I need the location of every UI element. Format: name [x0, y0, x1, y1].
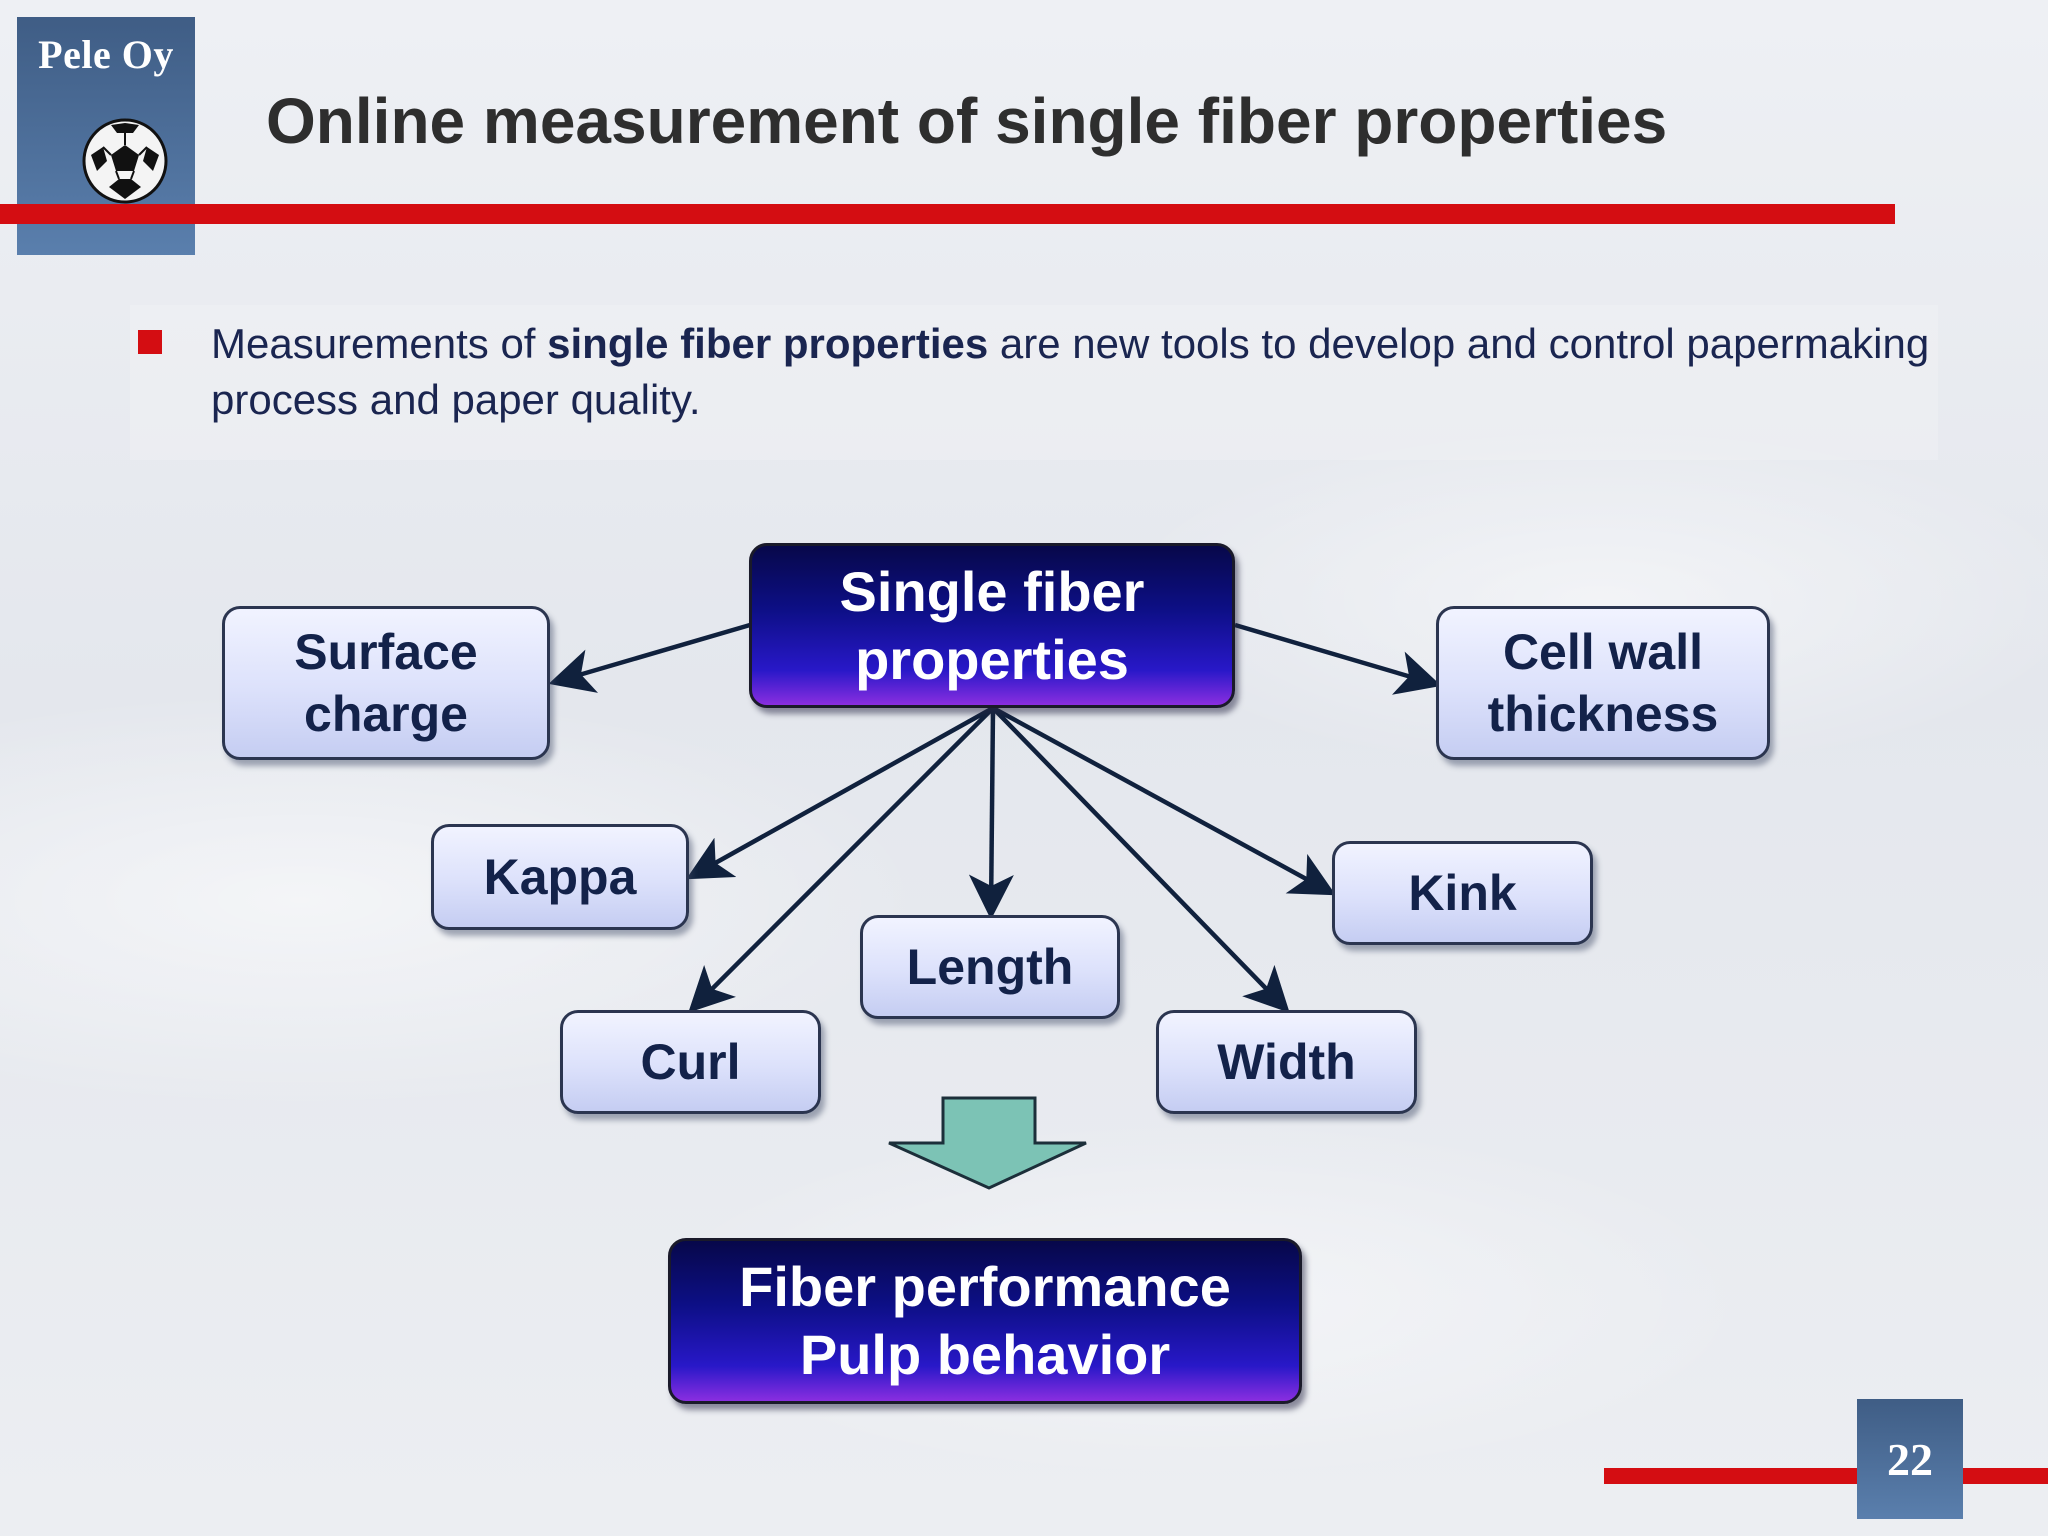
node-width: Width — [1156, 1010, 1417, 1114]
node-surface-charge-line2: charge — [304, 686, 468, 742]
down-arrow-icon — [888, 1096, 1087, 1190]
arrow-to-width — [991, 706, 1290, 1013]
node-cell-wall-line2: thickness — [1487, 686, 1719, 742]
footer-red-bar — [1604, 1468, 2048, 1484]
arrow-to-cell-wall — [1234, 622, 1442, 695]
node-cell-wall-thickness: Cell wall thickness — [1436, 606, 1770, 760]
arrow-to-curl — [688, 706, 995, 1013]
node-single-fiber-line2: properties — [855, 627, 1129, 691]
title-underline-bar — [0, 204, 1895, 224]
node-fiber-performance-line2: Pulp behavior — [799, 1323, 1171, 1386]
soccer-ball-icon — [82, 118, 168, 204]
bullet-text: Measurements of single fiber properties … — [211, 316, 1931, 428]
node-fiber-performance-line1: Fiber performance — [739, 1255, 1231, 1318]
arrow-to-length — [968, 707, 1014, 920]
bullet-marker — [138, 330, 162, 354]
node-curl: Curl — [560, 1010, 821, 1114]
node-kink: Kink — [1332, 841, 1593, 945]
bullet-text-post: are new tools to develop and control pap… — [211, 320, 1930, 423]
arrow-to-kappa — [686, 706, 995, 880]
slide-title: Online measurement of single fiber prope… — [266, 85, 1668, 157]
node-single-fiber-line1: Single fiber — [839, 559, 1145, 623]
company-name: Pele Oy — [38, 32, 174, 77]
page-number: 22 — [1857, 1399, 1963, 1519]
node-surface-charge: Surface charge — [222, 606, 550, 760]
bullet-text-bold: single fiber properties — [547, 320, 989, 367]
arrow-to-kink — [991, 706, 1336, 896]
node-cell-wall-line1: Cell wall — [1502, 624, 1704, 680]
node-length: Length — [860, 915, 1120, 1019]
bullet-text-pre: Measurements of — [211, 320, 548, 367]
arrow-to-surface-charge — [548, 622, 751, 693]
node-kappa: Kappa — [431, 824, 689, 930]
node-surface-charge-line1: Surface — [294, 624, 478, 680]
bullet-background — [130, 305, 1938, 460]
